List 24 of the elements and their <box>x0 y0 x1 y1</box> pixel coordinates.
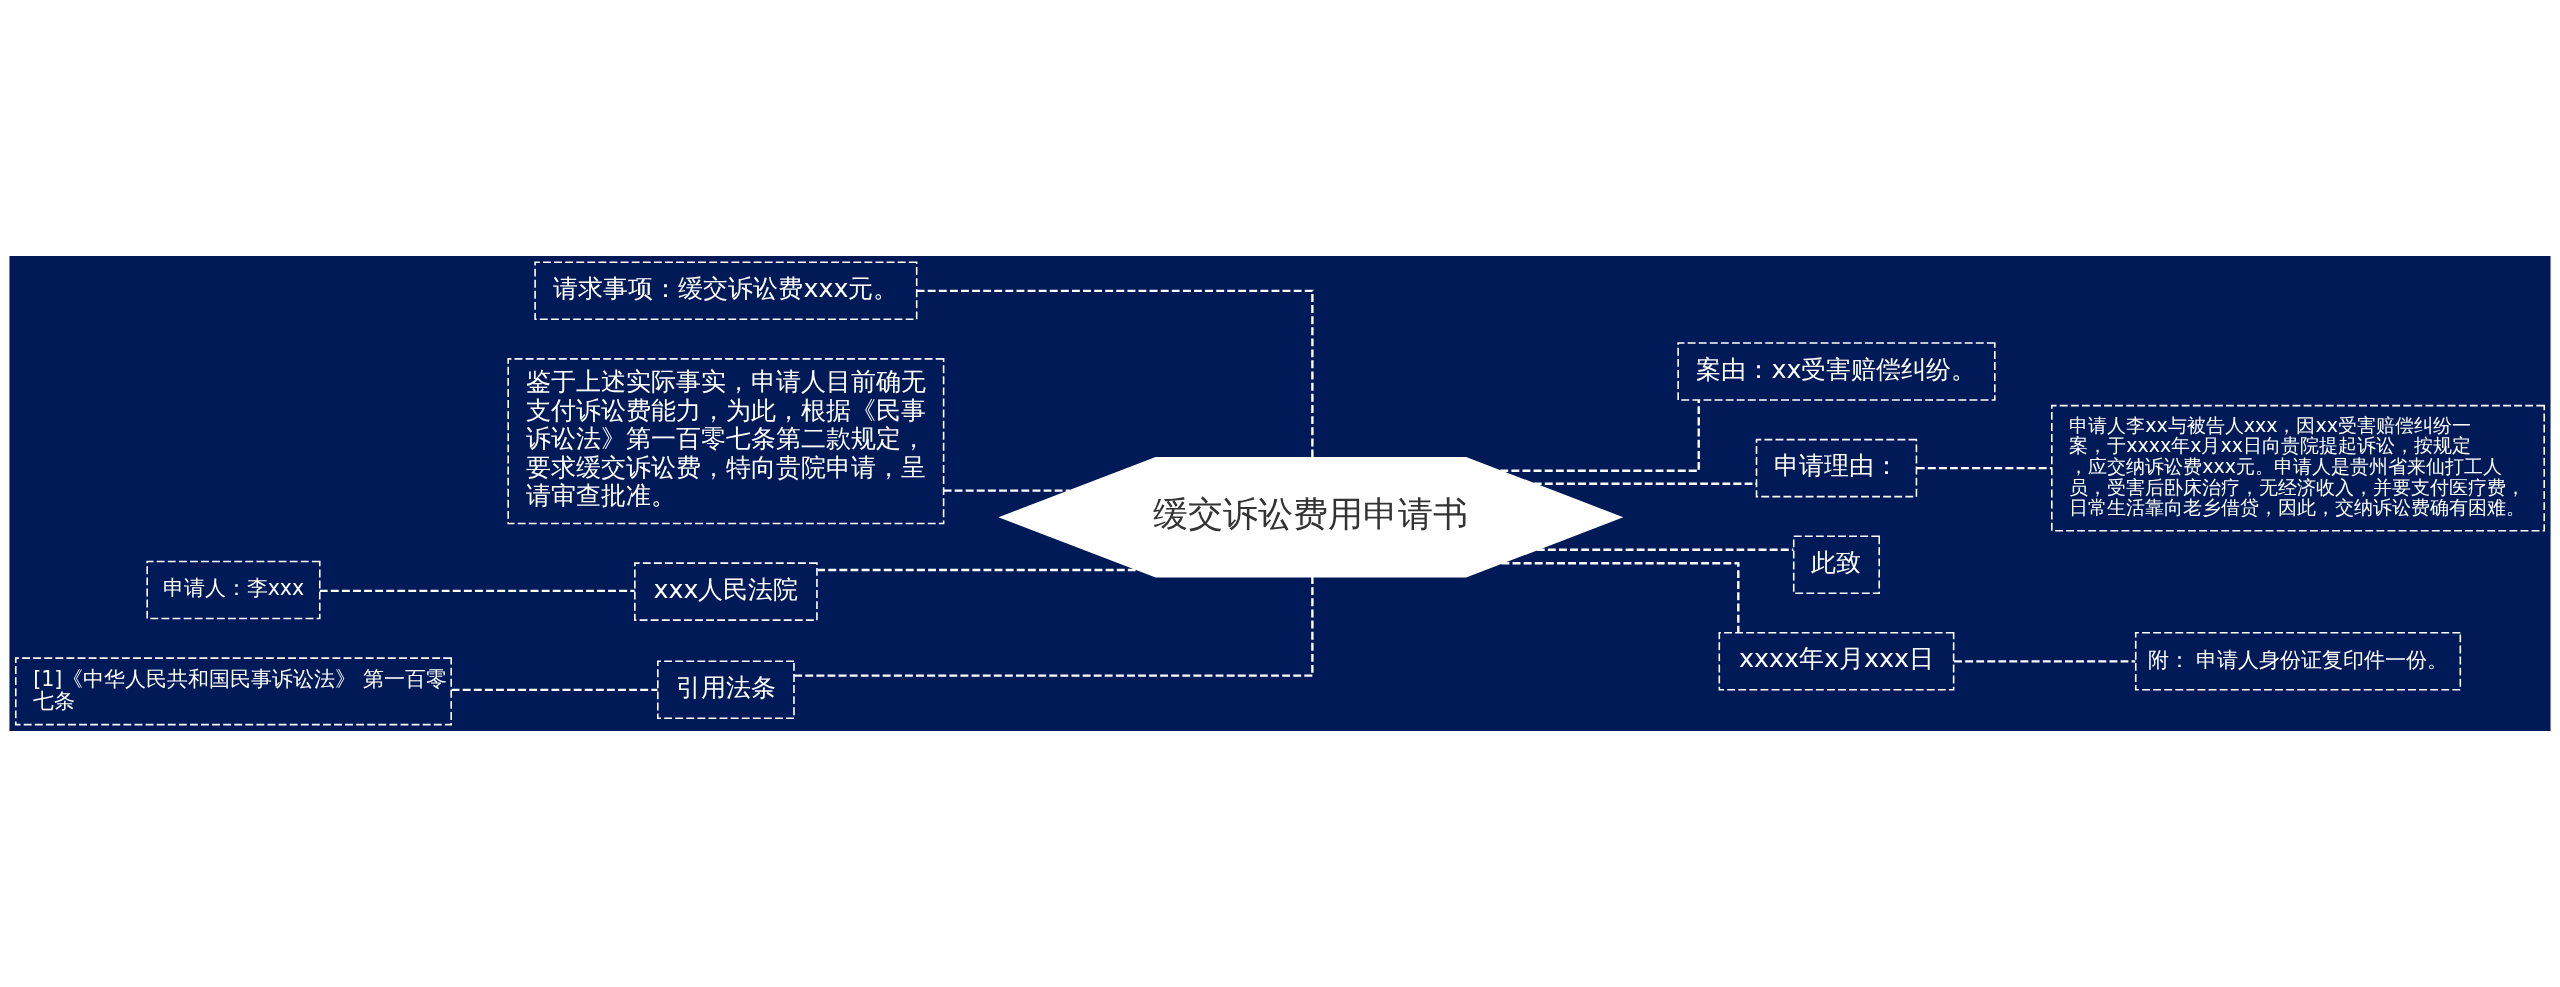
connector <box>1536 548 1794 551</box>
node-box: xxxx年x月xxx日 <box>1718 632 1955 691</box>
connector <box>916 289 1314 458</box>
node-box: 申请理由： <box>1755 438 1918 498</box>
connector <box>943 489 1070 492</box>
node-box: 引用法条 <box>657 660 795 720</box>
node-box: 此致 <box>1792 535 1880 595</box>
node-box: 鉴于上述实际事实，申请人目前确无支付诉讼费能力，为此，根据《民事诉讼法》第一百零七条第二款规定，要求缓交诉讼费，特向贵院申请，呈请审查批准。 <box>507 358 945 525</box>
connector <box>1533 482 1757 485</box>
connector <box>319 589 635 593</box>
node-box: 附： 申请人身份证复印件一份。 <box>2134 632 2462 691</box>
node-box: 申请人：李xxx <box>146 560 321 620</box>
connector <box>817 568 1138 572</box>
node-box: 请求事项：缓交诉讼费xxx元。 <box>534 261 918 321</box>
connector <box>1501 562 1740 633</box>
connector <box>1916 467 2052 470</box>
connector <box>1954 660 2136 663</box>
connector <box>451 688 658 692</box>
connector <box>794 577 1314 677</box>
node-box: xxx人民法院 <box>634 562 818 621</box>
node-box: 申请人李xx与被告人xxx，因xx受害赔偿纠纷一案，于xxxx年x月xx日向贵院提起诉讼，按规定，应交纳诉讼费xxx元。申请人是贵州省来仙打工人员，受害后卧床治疗，无经济收入，并要支付医疗费，日常生活靠向老乡借贷，因此，交纳诉讼费确有困难。 <box>2051 404 2545 532</box>
connector <box>1500 400 1700 472</box>
node-box: [1]《中华人民共和国民事诉讼法》 第一百零七条 <box>15 657 452 726</box>
node-box: 案由：xx受害赔偿纠纷。 <box>1677 342 1996 401</box>
